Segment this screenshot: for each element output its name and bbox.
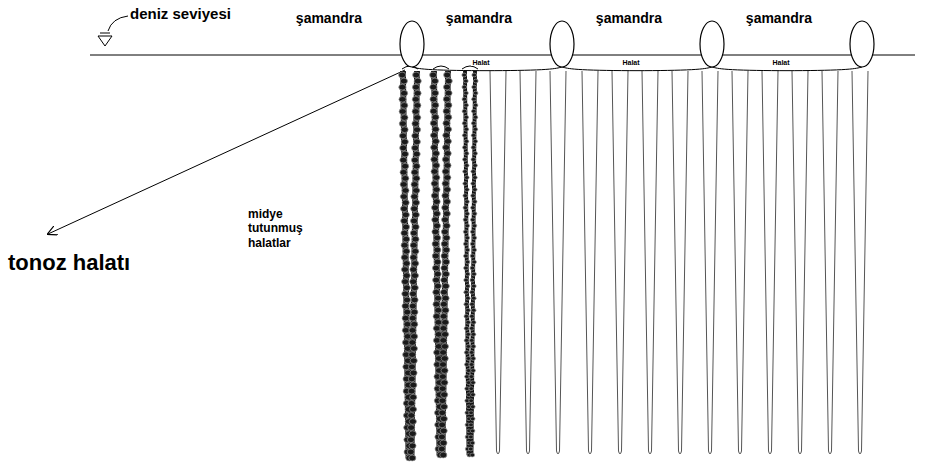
- rope-loop: [582, 71, 598, 454]
- rope-loop: [732, 71, 748, 454]
- float-buoy: şamandra: [296, 6, 426, 69]
- rope-loop: [520, 71, 536, 454]
- float-shape: [849, 20, 875, 68]
- float-label: şamandra: [296, 10, 362, 26]
- rope-loop: [702, 71, 718, 454]
- float-buoy: şamandra: [746, 6, 876, 69]
- rope-loop: [612, 71, 628, 454]
- rope-loop: [822, 71, 838, 454]
- mussel-rope: [399, 66, 422, 461]
- rope-label: Halat: [771, 59, 790, 66]
- rope-loop: [762, 71, 778, 454]
- rope-loop: [642, 71, 658, 454]
- rope-loop: [792, 71, 808, 454]
- rope-loop: [490, 71, 506, 454]
- rope-connector: [562, 67, 712, 71]
- mooring-rope-leader: [48, 70, 405, 234]
- rope-loop: [672, 71, 688, 454]
- float-label: şamandra: [446, 10, 512, 26]
- sea-level-label: deniz seviyesi: [130, 5, 231, 23]
- mussel-rope: [462, 66, 478, 457]
- float-buoy: şamandra: [596, 6, 726, 69]
- rope-connector: [412, 67, 562, 71]
- sea-level-line: [90, 55, 915, 56]
- hanging-ropes: [399, 66, 868, 461]
- mussel-rope-label: midye tutunmuş halatlar: [248, 207, 340, 250]
- float-shape: [549, 20, 575, 68]
- mussel-rope: [430, 66, 453, 458]
- rope-label: Halat: [621, 59, 640, 66]
- float-label: şamandra: [596, 10, 662, 26]
- rope-loop: [852, 71, 868, 454]
- rope-connector: [712, 67, 862, 71]
- float-label: şamandra: [746, 10, 812, 26]
- rope-label: Halat: [471, 59, 490, 66]
- float-shape: [399, 20, 425, 68]
- rope-loop: [550, 71, 566, 454]
- float-shape: [699, 20, 725, 68]
- float-buoy: şamandra: [446, 6, 576, 69]
- mooring-rope-label: tonoz halatı: [8, 250, 130, 276]
- sea-level-symbol: [98, 16, 128, 46]
